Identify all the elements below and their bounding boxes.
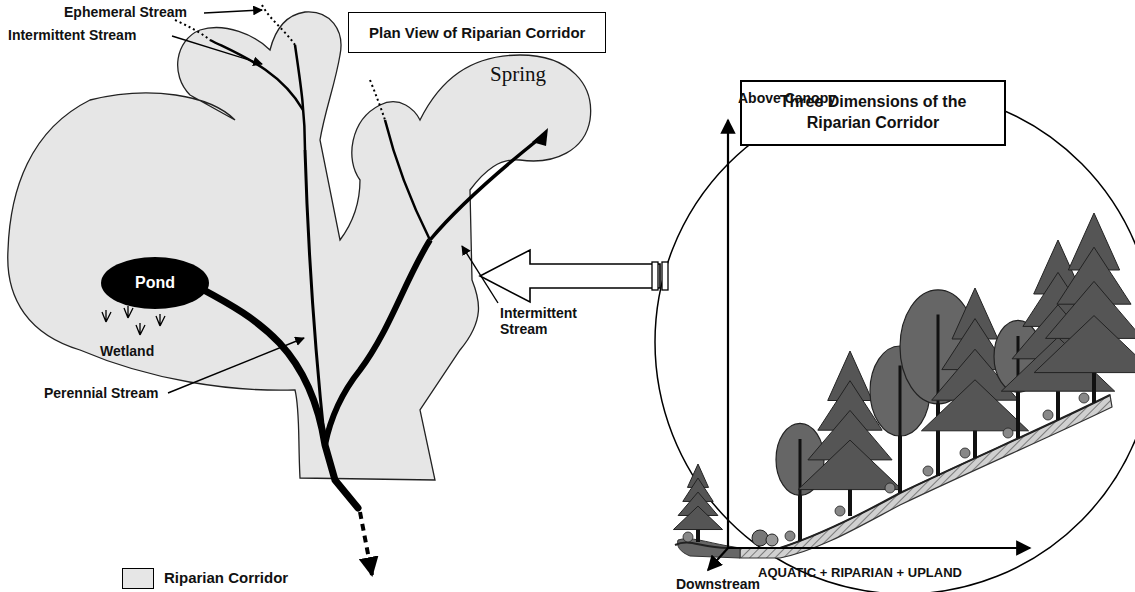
ephemeral-dotted [262,5,295,45]
stream-label: Intermittent Stream [500,305,590,337]
shrub [835,506,845,516]
title-box: Plan View of Riparian Corridor [348,12,606,53]
tree-trunk [899,366,902,449]
pond-node: Pond [100,256,210,310]
ephemeral-stream-right [370,80,385,120]
ephemeral-stream [295,45,305,150]
node-text: Pond [135,273,175,294]
legend-swatch [122,568,154,589]
hollow-arrow [480,250,660,302]
shrub [923,466,933,476]
tree-trunk [937,315,940,420]
stream-label: Perennial Stream [44,385,158,401]
shrub [885,483,895,493]
trees [673,213,1135,546]
perennial-stream [200,288,358,508]
spring-stream [430,138,540,240]
axis-label: Downstream [676,576,760,592]
riparian-corridor [8,12,591,480]
axes [708,120,1030,570]
shrub [960,448,970,458]
shrub [785,531,795,541]
shrub [1079,393,1089,403]
shrub [752,530,768,546]
spruce-crown [1034,316,1135,373]
arrow-mark [652,262,658,290]
intermittent-stream-right [385,120,430,240]
spruce-crown [798,440,902,490]
tree-trunk [898,366,902,494]
intermittent-dotted [175,20,210,40]
pond-ellipse [101,257,209,309]
perennial-outflow [360,512,372,575]
shrub [766,534,778,546]
spring-symbol [532,128,548,146]
intermittent-stream-left [210,40,303,110]
axis-label: Above Canopy [738,90,836,106]
stream-label: Ephemeral Stream [64,4,187,20]
leader-lines [168,10,498,393]
wetland-label: Wetland [100,343,154,359]
view-title-box: Three Dimensions of the Riparian Corrido… [740,80,1006,146]
view-circle [655,90,1135,592]
spring-stream-lower [325,240,430,445]
shrub [1043,410,1053,420]
main-left-branch [305,150,325,445]
tree-trunk [799,439,802,505]
shrub [683,532,693,542]
tree-trunk [1017,336,1020,402]
axis-label: AQUATIC + RIPARIAN + UPLAND [758,566,962,581]
shrub [1003,428,1013,438]
legend-text: Riparian Corridor [164,569,288,586]
stream-label: Intermittent Stream [8,27,136,43]
arrow-mark [662,262,668,290]
spruce-crown [673,506,722,529]
spring-label: Spring [490,62,546,86]
